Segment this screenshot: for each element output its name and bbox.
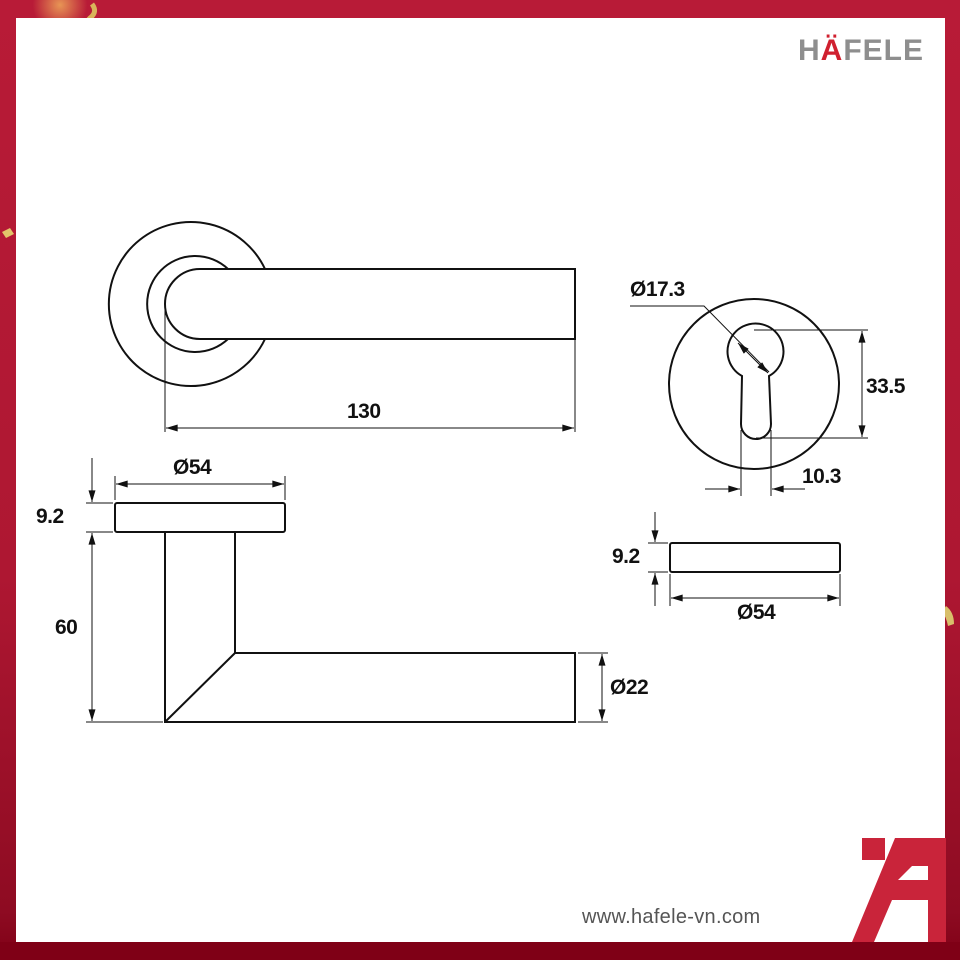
- lever-side-view: [114, 502, 576, 723]
- website-url: www.hafele-vn.com: [582, 906, 761, 928]
- logo-suffix: FELE: [843, 34, 924, 67]
- dim-projection: 60: [55, 616, 78, 639]
- lever-top-view: [107, 221, 576, 387]
- dim-cylinder-diameter: Ø17.3: [630, 278, 685, 301]
- dim-length: 130: [347, 400, 381, 423]
- dim-slot-width: 10.3: [802, 465, 841, 488]
- frame-bottom-band: [0, 942, 960, 960]
- drawing-panel: [16, 18, 945, 942]
- hafele-corner-mark: [852, 838, 946, 942]
- logo-accent: Ä: [820, 34, 844, 67]
- dim-lever-diameter: Ø22: [610, 676, 649, 699]
- dim-escutcheon-diameter: Ø54: [737, 601, 776, 624]
- logo-prefix: H: [797, 34, 821, 67]
- escutcheon-side-view: [669, 542, 841, 573]
- hafele-logo: HÄFELE: [798, 34, 924, 68]
- dim-keyhole-height: 33.5: [866, 375, 905, 398]
- escutcheon-front-view: [668, 298, 840, 470]
- dim-rosette-thickness: 9.2: [36, 505, 64, 528]
- dim-escutcheon-thickness: 9.2: [612, 545, 640, 568]
- dim-rosette-diameter: Ø54: [173, 456, 212, 479]
